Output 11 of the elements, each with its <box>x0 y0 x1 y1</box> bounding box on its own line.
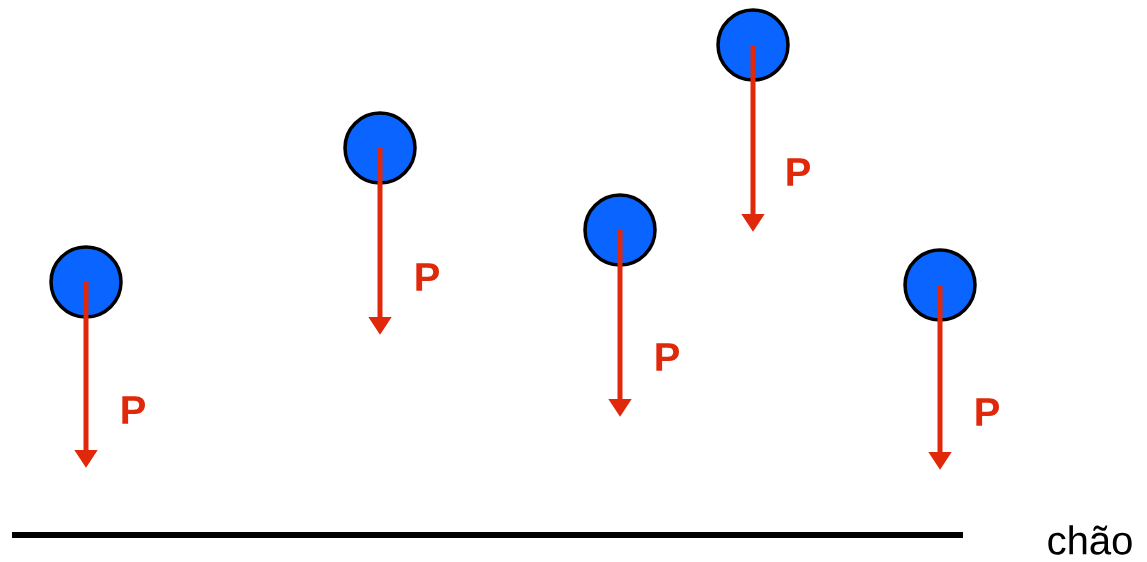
ground-label: chão <box>1048 525 1132 555</box>
ball <box>583 193 657 267</box>
force-label: P <box>976 398 999 426</box>
ball <box>343 111 417 185</box>
force-label: P <box>122 396 145 424</box>
force-label: P <box>787 158 810 186</box>
ball <box>716 8 790 82</box>
ball <box>903 248 977 322</box>
force-label: P <box>416 263 439 291</box>
ball <box>49 245 123 319</box>
force-label: P <box>656 343 679 371</box>
